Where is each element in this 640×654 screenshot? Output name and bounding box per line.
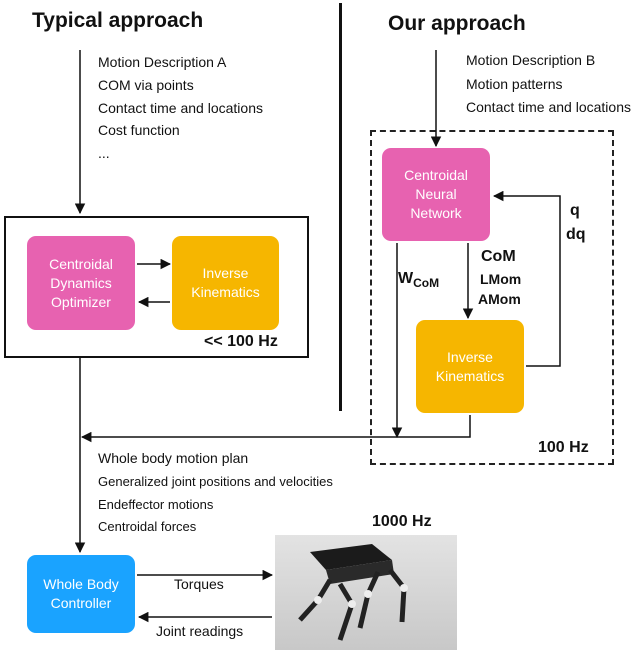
lmom-label: LMom (480, 271, 522, 287)
arrow-ik-to-plan (80, 415, 471, 443)
joint-readings-label: Joint readings (156, 623, 244, 639)
dq-label: dq (566, 226, 586, 243)
desc-a-line-3: Contact time and locations (98, 100, 263, 116)
torques-label: Torques (174, 576, 224, 592)
plan-line-4: Centroidal forces (98, 519, 197, 534)
wcom-sub: CoM (413, 276, 440, 290)
centroidal-dynamics-optimizer-box: Centroidal Dynamics Optimizer (27, 236, 135, 330)
desc-a-line-4: Cost function (98, 122, 180, 138)
q-label: q (570, 202, 580, 219)
wcom-main: W (398, 270, 414, 287)
nn-frame (370, 130, 614, 465)
optimizer-frame (4, 216, 309, 358)
robot-rate-label: 1000 Hz (372, 513, 432, 530)
desc-b-line-1: Motion Description B (466, 52, 596, 68)
plan-line-3: Endeffector motions (98, 497, 214, 512)
whole-body-controller-box: Whole Body Controller (27, 555, 135, 633)
centroidal-neural-network-box: Centroidal Neural Network (382, 148, 490, 241)
desc-b-line-2: Motion patterns (466, 76, 563, 92)
divider (339, 3, 342, 411)
right-rate-label: 100 Hz (538, 439, 589, 456)
controller-label: Whole Body Controller (43, 576, 119, 611)
right-ik-label: Inverse Kinematics (435, 348, 505, 384)
typical-approach-title: Typical approach (32, 9, 204, 32)
wcom-label: WCoM (398, 270, 440, 290)
desc-a-line-5: ... (98, 145, 110, 161)
arrow-feedback-q-dq (492, 190, 561, 367)
cnn-label: Centroidal Neural Network (404, 167, 468, 221)
amom-label: AMom (478, 291, 521, 307)
plan-line-1: Whole body motion plan (98, 450, 249, 466)
com-label: CoM (481, 248, 516, 265)
left-ik-label: Inverse Kinematics (191, 265, 260, 300)
left-inverse-kinematics-box: Inverse Kinematics (172, 236, 279, 330)
our-approach-title: Our approach (388, 12, 526, 35)
optimizer-label: Centroidal Dynamics Optimizer (49, 255, 113, 310)
plan-line-2: Generalized joint positions and velociti… (98, 474, 333, 489)
desc-b-line-3: Contact time and locations (466, 99, 631, 115)
desc-a-line-1: Motion Description A (98, 54, 227, 70)
right-inverse-kinematics-box: Inverse Kinematics (416, 320, 524, 413)
desc-a-line-2: COM via points (98, 77, 194, 93)
left-rate-label: << 100 Hz (204, 333, 278, 350)
